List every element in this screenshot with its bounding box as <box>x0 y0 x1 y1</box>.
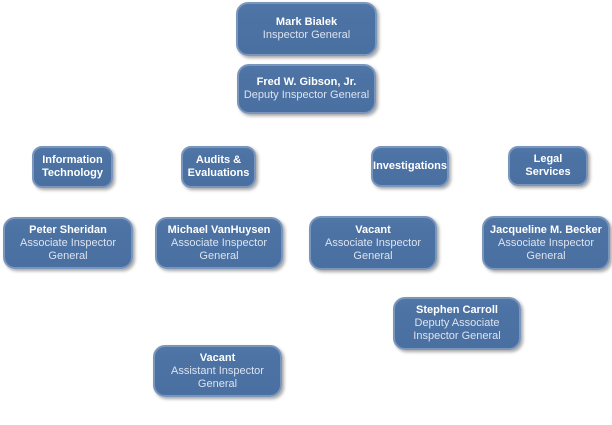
node-title: Mark Bialek <box>275 16 338 28</box>
org-node-unit-legal-services: Legal Services <box>508 146 588 186</box>
node-title: Investigations <box>373 160 447 172</box>
org-node-unit-investigations: Investigations <box>371 146 449 187</box>
node-title: Legal Services <box>525 153 571 178</box>
node-title: Jacqueline M. Becker <box>490 223 602 236</box>
node-subtitle: Associate Inspector General <box>498 236 594 262</box>
node-title: Fred W. Gibson, Jr. <box>256 76 357 88</box>
node-title: Peter Sheridan <box>29 223 107 236</box>
node-title: Vacant <box>199 351 236 364</box>
node-title: Information Technology <box>42 154 103 179</box>
node-subtitle: Associate Inspector General <box>171 236 267 262</box>
node-title: Michael VanHuysen <box>167 223 271 236</box>
node-subtitle: Assistant Inspector General <box>171 364 264 390</box>
org-node-aig-information-technology: Peter Sheridan Associate Inspector Gener… <box>3 217 133 269</box>
org-node-aig-investigations: Vacant Associate Inspector General <box>309 216 437 270</box>
node-subtitle: Associate Inspector General <box>20 236 116 262</box>
org-node-unit-audits-evaluations: Audits & Evaluations <box>181 146 256 188</box>
node-subtitle: Inspector General <box>262 29 351 41</box>
org-node-unit-information-technology: Information Technology <box>32 146 113 188</box>
node-title: Stephen Carroll <box>416 304 498 316</box>
node-subtitle: Associate Inspector General <box>325 236 421 262</box>
org-node-deputy-inspector-general: Fred W. Gibson, Jr. Deputy Inspector Gen… <box>237 64 376 114</box>
node-title: Vacant <box>355 223 391 236</box>
org-node-aig-legal-services: Jacqueline M. Becker Associate Inspector… <box>482 216 610 270</box>
org-node-inspector-general: Mark Bialek Inspector General <box>236 2 377 56</box>
org-node-aig-audits-evaluations: Michael VanHuysen Associate Inspector Ge… <box>155 217 283 269</box>
org-node-deputy-aig-investigations: Stephen Carroll Deputy Associate Inspect… <box>393 297 521 350</box>
node-subtitle: Deputy Associate Inspector General <box>413 317 501 342</box>
org-node-assistant-ig-audits: Vacant Assistant Inspector General <box>153 345 282 397</box>
node-title: Audits & Evaluations <box>187 154 250 179</box>
node-subtitle: Deputy Inspector General <box>243 89 370 101</box>
